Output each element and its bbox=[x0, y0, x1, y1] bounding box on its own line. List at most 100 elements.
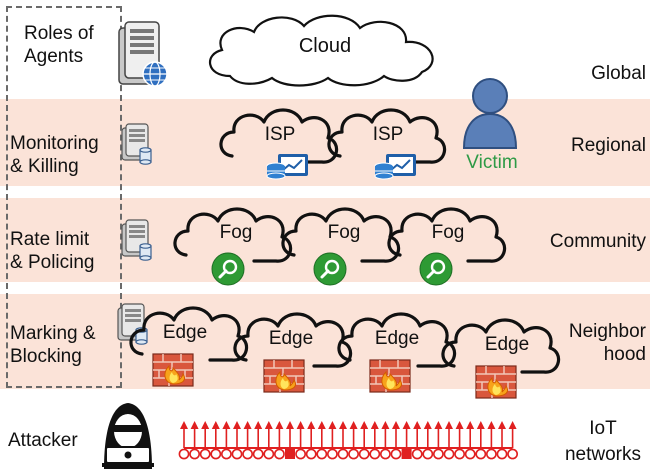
role-marking: Marking & Blocking bbox=[10, 322, 96, 368]
iot-device bbox=[507, 448, 518, 460]
tier-neighborhood-line-2: hood bbox=[603, 344, 646, 365]
iot-device bbox=[358, 448, 370, 460]
isp-label-1: ISP bbox=[264, 124, 296, 145]
database-icon bbox=[266, 153, 309, 180]
iot-device bbox=[454, 448, 465, 460]
iot-device bbox=[263, 448, 275, 460]
person-icon bbox=[462, 78, 518, 149]
firewall-icon bbox=[475, 365, 517, 399]
roles-header-line-2: Agents bbox=[24, 46, 84, 67]
global-server-icon bbox=[118, 21, 168, 87]
iot-uplink-arrow bbox=[222, 421, 231, 429]
iot-device bbox=[485, 448, 497, 460]
iot-device bbox=[242, 448, 253, 460]
role-monitoring: Monitoring & Killing bbox=[10, 132, 99, 178]
iot-uplink-arrow bbox=[413, 421, 422, 429]
iot-uplink-arrow bbox=[339, 421, 347, 429]
iot-compromised-device bbox=[401, 449, 412, 459]
iot-uplink-arrow bbox=[328, 421, 337, 429]
iot-uplink-arrow bbox=[370, 421, 379, 429]
iot-device bbox=[443, 448, 455, 460]
iot-device bbox=[189, 448, 200, 460]
iot-device bbox=[390, 448, 402, 460]
tier-community: Community bbox=[549, 231, 646, 252]
cloud-shape bbox=[208, 14, 434, 87]
iot-device bbox=[496, 448, 508, 460]
iot-uplink-arrow bbox=[307, 421, 316, 429]
tier-neighborhood: Neighbor hood bbox=[540, 320, 646, 366]
iot-uplink-arrow bbox=[233, 421, 241, 429]
iot-uplink-arrow bbox=[434, 421, 443, 429]
regional-server-icon bbox=[121, 123, 152, 165]
iot-uplink-arrow bbox=[211, 421, 220, 429]
iot-uplink-arrow bbox=[286, 421, 294, 429]
tier-neighborhood-line-1: Neighbor bbox=[568, 321, 646, 342]
fog-label-3: Fog bbox=[431, 222, 465, 243]
role-rate-limit-line-2: & Policing bbox=[10, 252, 95, 273]
magnifier-icon bbox=[418, 251, 454, 287]
firewall-icon bbox=[263, 359, 305, 393]
role-rate-limit: Rate limit & Policing bbox=[10, 228, 95, 274]
iot-device bbox=[369, 448, 381, 460]
iot-device bbox=[432, 448, 444, 460]
iot-uplink-arrow bbox=[296, 421, 305, 429]
iot-device bbox=[199, 448, 211, 460]
iot-device bbox=[348, 448, 359, 460]
iot-uplink-arrow bbox=[402, 421, 411, 429]
iot-uplink-arrow bbox=[487, 421, 496, 429]
band-regional bbox=[0, 99, 650, 186]
iot-device bbox=[316, 448, 328, 460]
iot-uplink-arrow bbox=[180, 421, 188, 429]
role-marking-line-2: Blocking bbox=[10, 346, 82, 367]
cloud-label: Cloud bbox=[298, 35, 352, 57]
iot-device bbox=[231, 448, 243, 460]
role-monitoring-line-1: Monitoring bbox=[10, 133, 99, 154]
iot-device bbox=[422, 448, 434, 460]
iot-uplink-arrow bbox=[254, 421, 263, 429]
iot-uplink-arrow bbox=[360, 421, 369, 429]
iot-uplink-arrow bbox=[201, 421, 210, 429]
iot-device bbox=[178, 448, 190, 460]
iot-device bbox=[252, 448, 264, 460]
fog-label-1: Fog bbox=[219, 222, 253, 243]
iot-compromised-device bbox=[285, 449, 295, 459]
roles-header: Roles of Agents bbox=[24, 22, 94, 68]
iot-uplink-arrow bbox=[508, 421, 517, 429]
iot-uplink-arrow bbox=[381, 421, 390, 429]
magnifier-icon bbox=[312, 251, 348, 287]
iot-device bbox=[305, 448, 317, 460]
iot-uplink-arrow bbox=[476, 421, 485, 429]
role-marking-line-1: Marking & bbox=[10, 323, 96, 344]
tier-iot-line-1: IoT bbox=[589, 418, 617, 439]
iot-device bbox=[464, 448, 476, 460]
iot-device bbox=[274, 448, 285, 460]
roles-of-agents-box bbox=[6, 6, 122, 388]
role-rate-limit-line-1: Rate limit bbox=[10, 229, 90, 250]
iot-network-graphic bbox=[178, 421, 518, 460]
iot-uplink-arrow bbox=[498, 421, 506, 429]
firewall-icon bbox=[152, 353, 194, 387]
iot-uplink-arrow bbox=[349, 421, 358, 429]
victim-label: Victim bbox=[466, 152, 518, 173]
iot-uplink-arrow bbox=[445, 421, 453, 429]
iot-device bbox=[295, 448, 306, 460]
iot-device bbox=[411, 448, 423, 460]
iot-device bbox=[379, 448, 391, 460]
iot-uplink-arrow bbox=[190, 421, 199, 429]
tier-regional: Regional bbox=[571, 135, 646, 156]
community-server-icon bbox=[121, 219, 152, 261]
iot-device bbox=[475, 448, 487, 460]
iot-uplink-arrow bbox=[264, 421, 273, 429]
iot-uplink-arrow bbox=[317, 421, 326, 429]
firewall-icon bbox=[369, 359, 411, 393]
magnifier-icon bbox=[210, 251, 246, 287]
iot-uplink-arrow bbox=[466, 421, 475, 429]
edge-label-2: Edge bbox=[268, 328, 314, 349]
attacker-label: Attacker bbox=[8, 430, 78, 451]
iot-uplink-arrow bbox=[392, 421, 400, 429]
role-monitoring-line-2: & Killing bbox=[10, 156, 79, 177]
iot-uplink-arrow bbox=[423, 421, 432, 429]
edge-label-3: Edge bbox=[374, 328, 420, 349]
tier-iot-line-2: networks bbox=[564, 444, 642, 465]
edge-label-1: Edge bbox=[162, 322, 208, 343]
